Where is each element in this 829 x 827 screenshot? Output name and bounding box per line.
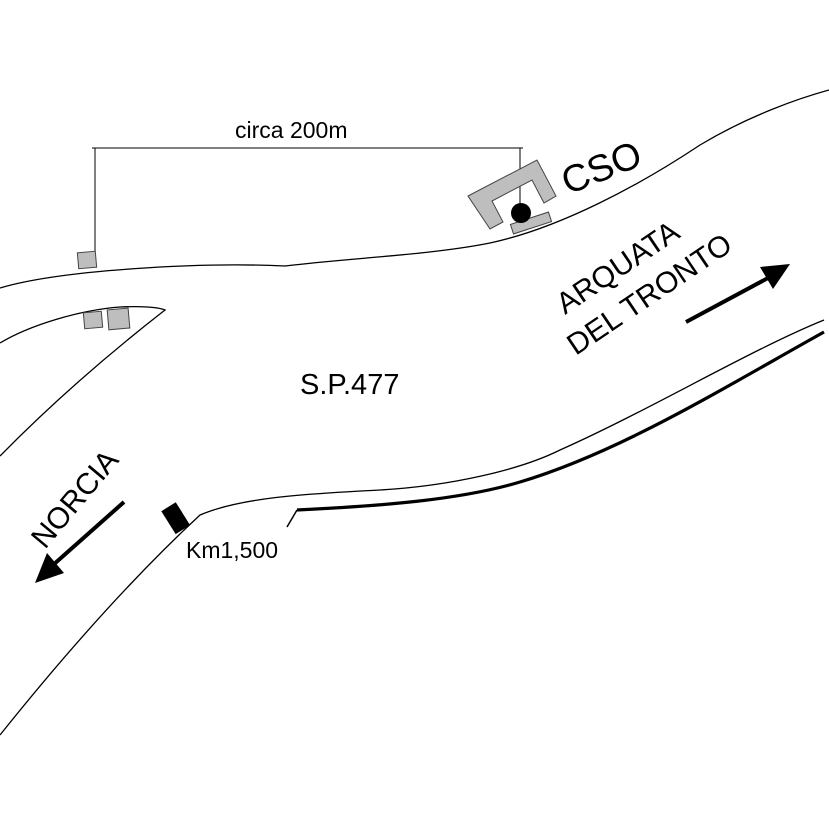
- cso-building: [467, 159, 557, 230]
- km-marker-post: [161, 502, 191, 535]
- building-small-west-2: [106, 307, 131, 331]
- cso-marker-dot: [511, 203, 531, 223]
- km-marker-label: Km1,500: [186, 537, 278, 563]
- arrow-west-icon: [35, 500, 126, 583]
- cso-label: CSO: [556, 134, 648, 204]
- distance-label: circa 200m: [235, 117, 347, 143]
- road-name: S.P.477: [300, 369, 399, 401]
- road-edges: [0, 89, 829, 736]
- road-north-edge: [0, 89, 829, 289]
- distance-dimension: [92, 147, 523, 255]
- building-small-north: [76, 250, 98, 270]
- building-small-west-1: [82, 310, 104, 330]
- arrow-east-icon: [685, 264, 790, 324]
- direction-west-label: NORCIA: [25, 444, 125, 555]
- side-road-edge: [0, 305, 167, 457]
- road-curb: [296, 330, 825, 512]
- buildings: [76, 159, 557, 331]
- direction-east-label: ARQUATA DEL TRONTO: [550, 215, 738, 362]
- road-south-edge: [0, 319, 825, 736]
- km-marker-leader: [286, 509, 298, 528]
